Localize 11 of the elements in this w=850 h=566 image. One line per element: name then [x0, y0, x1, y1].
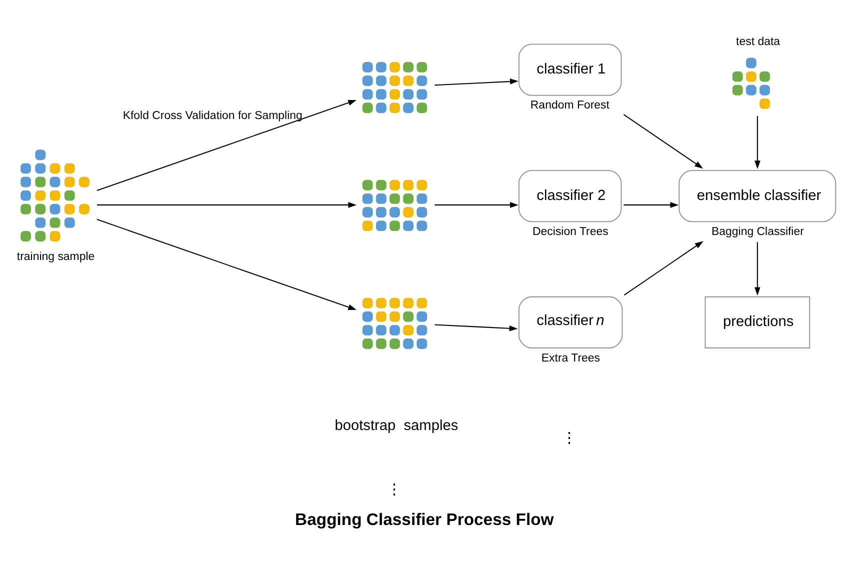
- node-label: Extra Trees: [541, 352, 600, 364]
- node-label: Random Forest: [530, 99, 610, 112]
- label: ⋮: [386, 481, 402, 498]
- edge-label: Kfold Cross Validation for Sampling: [122, 110, 302, 122]
- node-label: Bagging Classifier: [712, 226, 804, 238]
- caption: Bagging Classifier Process Flow: [295, 510, 554, 529]
- label: bootstrap samples: [334, 418, 458, 434]
- label: ⋮: [562, 430, 578, 446]
- node-label: training sample: [16, 250, 95, 263]
- node-label: test data: [736, 36, 780, 48]
- node-label: Decision Trees: [532, 226, 608, 238]
